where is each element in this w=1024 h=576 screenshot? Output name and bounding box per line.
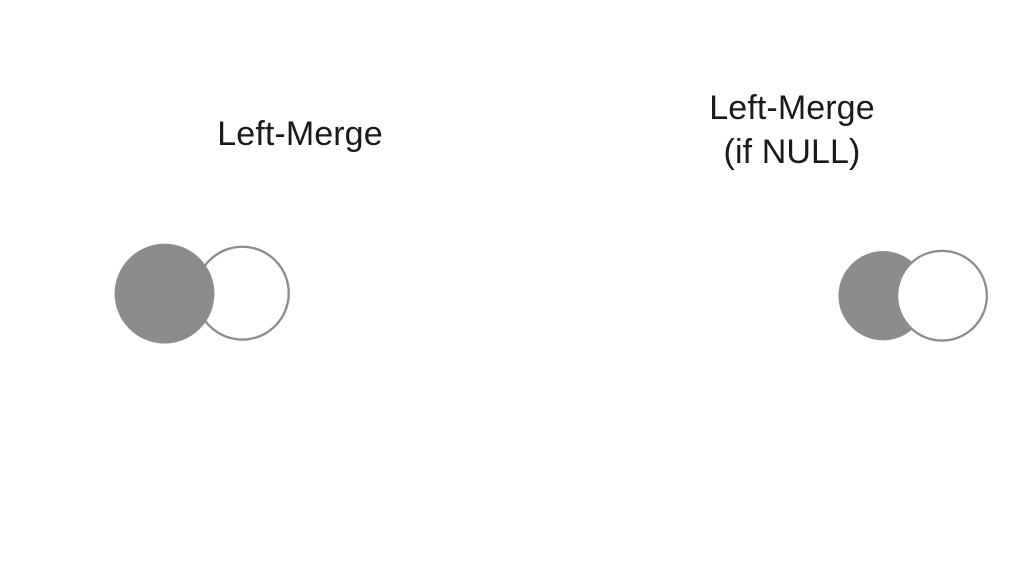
venn-svg-left-merge (114, 243, 290, 344)
right-table-circle-left-merge-null (895, 249, 988, 342)
venn-svg-left-merge-null (838, 249, 988, 342)
venn-diagram-left-merge-null: Left-Merge (if NULL) (560, 0, 1024, 576)
left-table-circle-left-merge (114, 243, 215, 344)
diagram-title-left-merge: Left-Merge (217, 115, 383, 153)
diagram-title-left-merge-null: Left-Merge (if NULL) (709, 89, 875, 171)
venn-diagram-left-merge: Left-Merge (60, 0, 540, 576)
